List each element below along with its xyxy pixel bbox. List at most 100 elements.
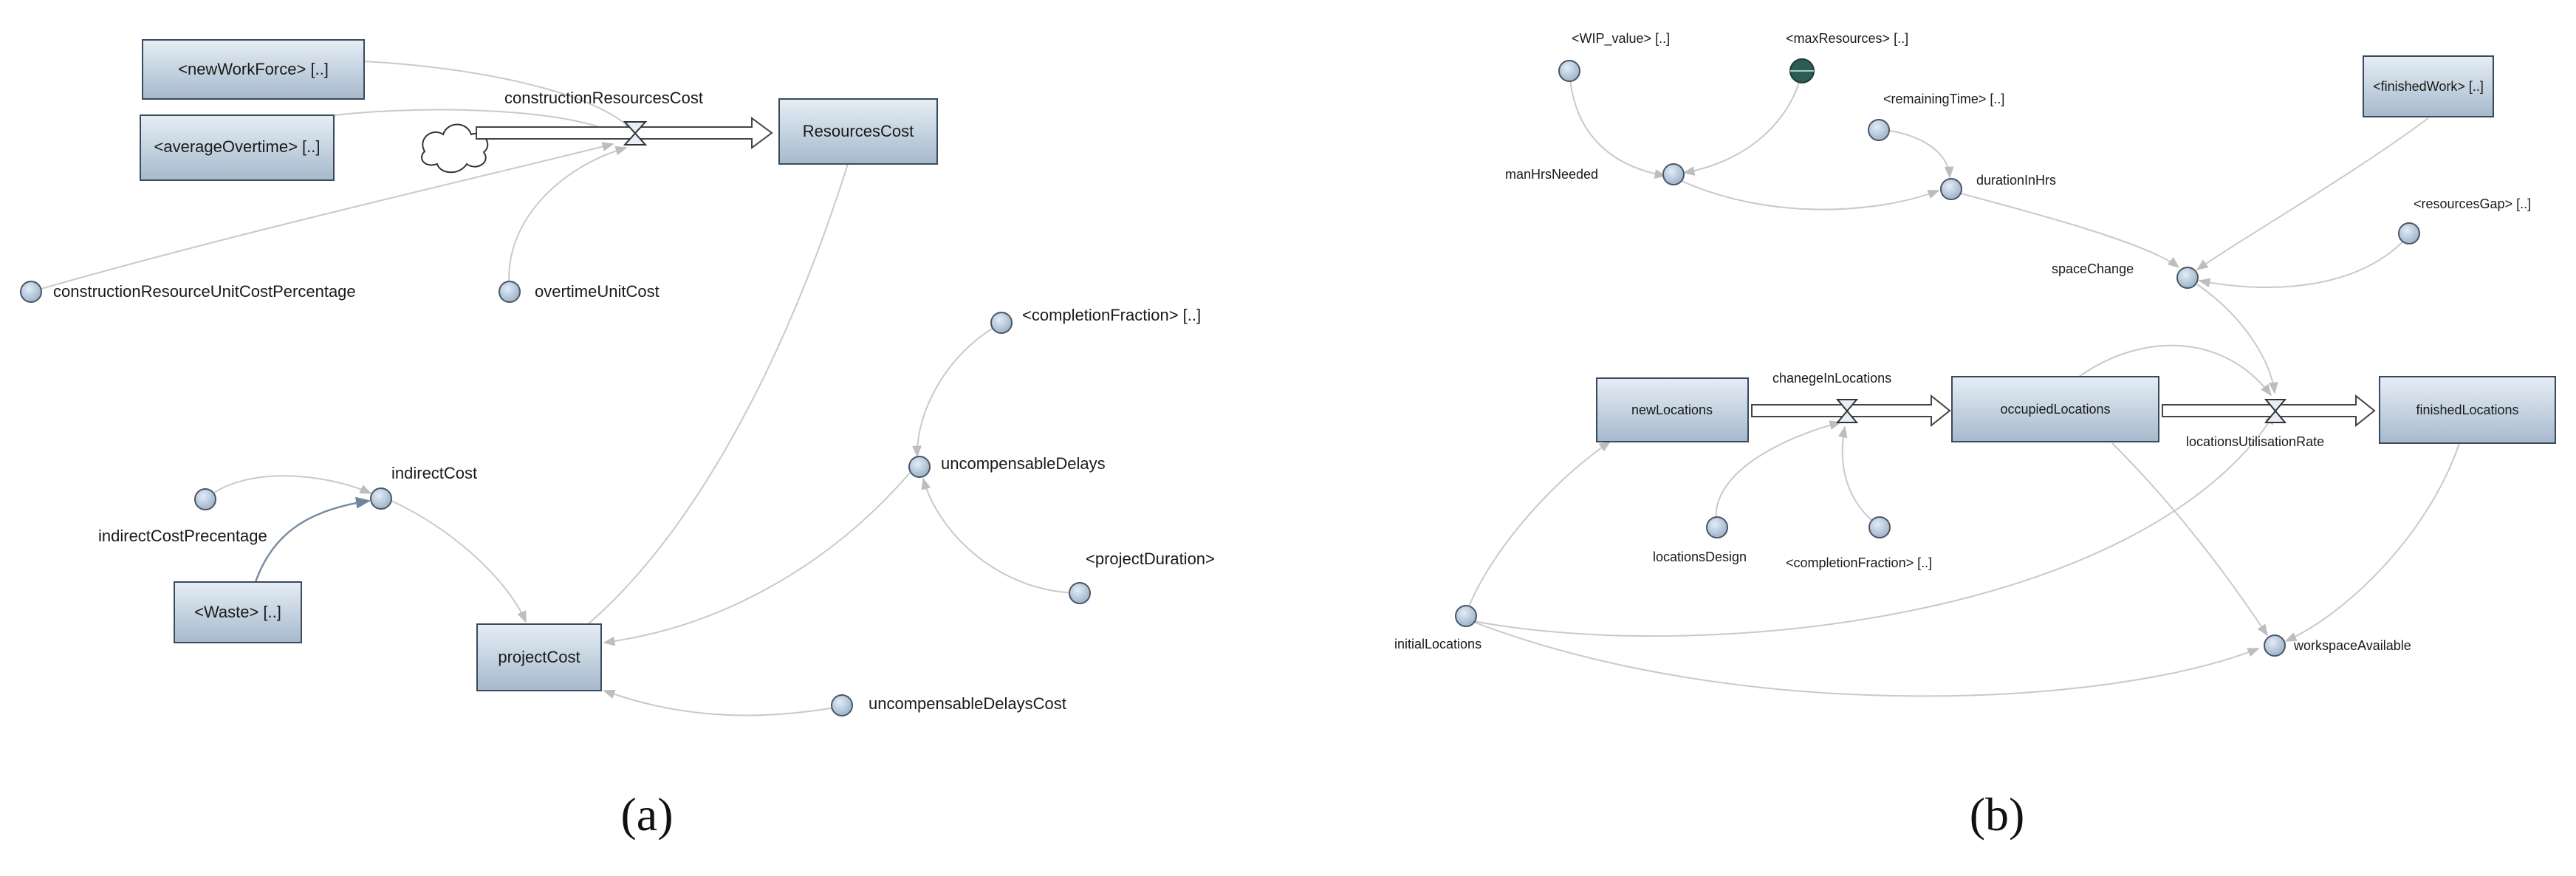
link-initial-to-newlocations <box>1465 441 1611 615</box>
stock-finished-work[interactable]: <finishedWork> [..] <box>2363 55 2494 117</box>
aux-indirect-cost[interactable] <box>370 487 392 510</box>
aux-label-locations-design: locationsDesign <box>1653 550 1747 564</box>
aux-uncompensable-delays-cost[interactable] <box>831 694 853 716</box>
link-resourcesgap-to-spacechange <box>2198 234 2410 289</box>
aux-man-hrs-needed[interactable] <box>1662 163 1685 185</box>
flow-pipe <box>476 117 773 149</box>
panel-b: chanegeInLocations locationsUtilisationR… <box>1394 31 2556 841</box>
flow-construction-resources-cost[interactable] <box>476 117 773 149</box>
flow-label-construction-resources-cost: constructionResourcesCost <box>504 89 703 107</box>
aux-workspace-available[interactable] <box>2264 634 2286 657</box>
stock-label: <finishedWork> [..] <box>2373 79 2484 94</box>
link-newworkforce-to-flow <box>363 61 634 134</box>
aux-initial-locations[interactable] <box>1455 605 1477 627</box>
flow-pipe <box>1751 394 1951 428</box>
flow-label-locations-utilisation-rate: locationsUtilisationRate <box>2186 434 2324 449</box>
aux-duration-in-hrs[interactable] <box>1940 178 1962 200</box>
stock-finished-locations[interactable]: finishedLocations <box>2379 376 2556 444</box>
aux-remaining-time[interactable] <box>1868 119 1890 141</box>
link-maxresources-to-manhrs <box>1682 77 1801 176</box>
link-finished-to-workspace <box>2284 442 2460 642</box>
aux-label-man-hrs-needed: manHrsNeeded <box>1505 167 1598 182</box>
aux-wip-value[interactable] <box>1558 60 1580 82</box>
link-occupied-to-utilisation <box>2078 344 2272 397</box>
aux-label-uncompensable-delays-cost: uncompensableDelaysCost <box>869 694 1066 713</box>
panel-caption-a: (a) <box>620 788 673 841</box>
aux-label-completion-fraction: <completionFraction> [..] <box>1022 306 1201 324</box>
aux-indirect-cost-precentage[interactable] <box>194 488 216 510</box>
aux-overtime-unit-cost[interactable] <box>499 281 521 303</box>
flow-locations-utilisation-rate[interactable] <box>2162 394 2376 428</box>
aux-label-uncompensable-delays: uncompensableDelays <box>941 454 1106 473</box>
stock-new-locations[interactable]: newLocations <box>1596 377 1749 442</box>
link-occupied-to-workspace <box>2111 442 2268 637</box>
aux-label-overtime-unit-cost: overtimeUnitCost <box>535 282 660 301</box>
stock-label: occupiedLocations <box>2000 402 2110 417</box>
link-wipvalue-to-manhrs <box>1569 70 1667 179</box>
link-delayscost-to-projectcost <box>603 689 835 716</box>
link-waste-to-indirectcost <box>254 496 371 583</box>
link-duration-to-spacechange <box>1960 193 2180 268</box>
flow-chanegein-locations[interactable] <box>1751 394 1951 428</box>
link-initial-to-utilisation <box>1469 412 2275 637</box>
aux-completion-fraction-b[interactable] <box>1868 516 1891 538</box>
stock-label: <newWorkForce> [..] <box>178 60 329 78</box>
stock-new-workforce[interactable]: <newWorkForce> [..] <box>142 39 365 100</box>
flow-pipe <box>2162 394 2376 428</box>
link-overtimeunitcost-to-flow <box>508 146 628 290</box>
aux-space-change[interactable] <box>2176 267 2199 289</box>
stock-label: <Waste> [..] <box>194 603 281 621</box>
stock-occupied-locations[interactable]: occupiedLocations <box>1951 376 2159 442</box>
link-indirectcostpct-to-indirectcost <box>205 475 372 500</box>
stock-average-overtime[interactable]: <averageOvertime> [..] <box>140 114 335 181</box>
aux-label-duration-in-hrs: durationInHrs <box>1976 173 2056 188</box>
aux-locations-design[interactable] <box>1706 516 1728 538</box>
link-completionfraction-to-delays <box>912 324 999 458</box>
aux-label-construction-resource-unit-cost-percentage: constructionResourceUnitCostPercentage <box>53 282 356 301</box>
aux-label-workspace-available: workspaceAvailable <box>2293 638 2411 653</box>
link-unitcostpct-to-flow <box>30 142 614 292</box>
stock-label: newLocations <box>1631 403 1713 417</box>
aux-construction-resource-unit-cost-percentage[interactable] <box>20 281 42 303</box>
stock-label: <averageOvertime> [..] <box>154 137 321 156</box>
panel-caption-b: (b) <box>1970 788 2025 841</box>
aux-project-duration[interactable] <box>1069 582 1091 604</box>
cloud-source-icon <box>421 123 489 174</box>
link-initial-to-workspace <box>1469 620 2260 697</box>
link-locationsdesign-to-flow <box>1715 420 1842 527</box>
aux-completion-fraction[interactable] <box>990 312 1013 334</box>
aux-label-space-change: spaceChange <box>2052 261 2134 276</box>
aux-uncompensable-delays[interactable] <box>908 456 931 478</box>
link-completion-to-flow <box>1838 425 1880 527</box>
link-finishedwork-to-spacechange <box>2196 117 2429 270</box>
stock-waste[interactable]: <Waste> [..] <box>174 581 302 643</box>
aux-label-resources-gap: <resourcesGap> [..] <box>2414 196 2531 211</box>
link-resourcescost-to-projectcost <box>573 163 849 636</box>
flow-label-chanegein-locations: chanegeInLocations <box>1772 371 1891 386</box>
aux-label-completion-fraction-b: <completionFraction> [..] <box>1786 555 1932 570</box>
link-delays-to-projectcost <box>603 472 911 646</box>
aux-label-initial-locations: initialLocations <box>1394 637 1481 651</box>
valve-icon <box>1835 399 1859 423</box>
aux-label-remaining-time: <remainingTime> [..] <box>1883 92 2004 106</box>
valve-icon <box>2264 399 2287 423</box>
aux-label-indirect-cost-precentage: indirectCostPrecentage <box>98 527 267 545</box>
link-projectduration-to-delays <box>921 477 1078 594</box>
valve-icon <box>623 121 648 146</box>
stock-project-cost[interactable]: projectCost <box>476 623 602 691</box>
aux-label-max-resources: <maxResources> [..] <box>1786 31 1908 46</box>
stock-label: finishedLocations <box>2416 403 2518 417</box>
aux-label-wip-value: <WIP_value> [..] <box>1572 31 1670 47</box>
link-remainingtime-to-duration <box>1877 129 1954 179</box>
stock-label: projectCost <box>498 648 580 666</box>
aux-label-indirect-cost: indirectCost <box>391 464 477 482</box>
link-indirectcost-to-projectcost <box>391 500 527 623</box>
link-manhrs-to-duration <box>1673 177 1940 211</box>
link-spacechange-to-utilisation <box>2196 284 2278 394</box>
aux-label-project-duration: <projectDuration> <box>1086 550 1215 568</box>
panel-a: constructionResourcesCost <newWorkForce>… <box>20 39 1215 841</box>
aux-resources-gap[interactable] <box>2398 222 2420 244</box>
stock-label: ResourcesCost <box>803 122 914 140</box>
stock-resources-cost[interactable]: ResourcesCost <box>778 98 938 165</box>
